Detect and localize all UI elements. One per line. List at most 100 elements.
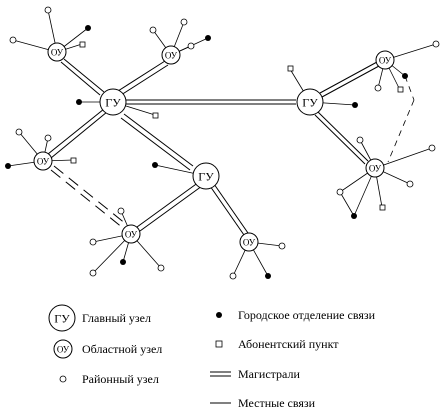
district-node: [149, 26, 157, 34]
main-node-label: ГУ: [302, 96, 318, 110]
district-node: [278, 242, 286, 250]
legend-subscriber-symbol: [215, 340, 223, 348]
subscriber-square: [379, 204, 386, 211]
trunk-gu1-gu3: [120, 117, 191, 171]
district-node: [89, 269, 97, 277]
district-node: [374, 84, 382, 92]
district-nodes: [9, 6, 440, 280]
regional-node: ОУ: [365, 158, 385, 178]
district-node: [117, 207, 125, 215]
local-links: [7, 9, 437, 277]
legend-regional-node-symbol-label: ОУ: [57, 345, 70, 355]
regional-node-label: ОУ: [125, 230, 138, 240]
legend-item-city-office: Городское отделение связи: [216, 308, 376, 322]
district-node: [180, 18, 188, 26]
legend-main-node-symbol: [48, 304, 76, 332]
main-node: ГУ: [192, 162, 220, 190]
local-link: [374, 147, 433, 169]
legend-item-local-links: Местные связи: [210, 396, 316, 410]
trunk-gu1-ou: [63, 58, 105, 93]
legend-trunk-label: Магистрали: [238, 367, 300, 381]
regional-node: ОУ: [47, 42, 67, 62]
trunk-gu3-ou: [139, 185, 203, 232]
local-link: [339, 191, 355, 217]
city-office-dot: [152, 162, 158, 168]
legend-item-district-node: Районный узел: [59, 372, 159, 386]
reserve-link: [50, 169, 124, 229]
legend-local-label: Местные связи: [238, 396, 316, 410]
city-offices: [5, 25, 408, 279]
legend-city-office-symbol: [216, 312, 222, 318]
legend-item-subscriber-point: Абонентский пункт: [215, 337, 339, 351]
district-node: [406, 180, 414, 188]
subscriber-square: [70, 157, 77, 164]
district-node: [187, 42, 195, 50]
city-office-dot: [120, 259, 126, 265]
district-node: [428, 144, 436, 152]
legend-item-regional-node: ОУ Областной узел: [53, 339, 162, 359]
trunk-gu1-gu3: [123, 113, 194, 167]
legend: ГУ Главный узел ОУ Областной узел Районн…: [48, 304, 376, 410]
city-office-dot: [352, 102, 358, 108]
legend-item-trunk-lines: Магистрали: [210, 367, 300, 381]
main-node-label: ГУ: [198, 170, 214, 184]
district-node: [89, 238, 97, 246]
district-node: [432, 40, 440, 48]
district-node: [9, 36, 17, 44]
legend-item-main-node: ГУ Главный узел: [48, 304, 151, 332]
subscriber-points: [70, 41, 404, 211]
main-nodes: ГУ ГУ ГУ: [99, 88, 324, 190]
regional-node: ОУ: [239, 232, 259, 252]
reserve-link: [404, 75, 415, 101]
regional-node: ОУ: [33, 151, 53, 171]
city-office-dot: [351, 213, 357, 219]
trunk-gu2-ou: [314, 114, 366, 165]
legend-district-node-label: Районный узел: [82, 372, 159, 386]
subscriber-square: [79, 41, 86, 48]
district-node: [336, 188, 344, 196]
district-node: [356, 136, 364, 144]
regional-node-label: ОУ: [165, 51, 178, 61]
city-office-dot: [76, 99, 82, 105]
trunk-lines: [47, 58, 380, 236]
main-node-label: ГУ: [105, 96, 121, 110]
city-office-dot: [402, 73, 408, 79]
trunk-gu1-ou: [50, 111, 108, 159]
trunk-gu1-ou: [60, 61, 101, 96]
city-office-dot: [5, 163, 11, 169]
trunk-gu2-ou: [319, 61, 378, 94]
trunk-gu2-ou: [317, 111, 369, 162]
regional-node-label: ОУ: [379, 56, 392, 66]
legend-regional-node-label: Областной узел: [82, 342, 162, 356]
regional-node-label: ОУ: [37, 157, 50, 167]
regional-node-label: ОУ: [243, 238, 256, 248]
regional-node-label: ОУ: [369, 164, 382, 174]
legend-district-node-symbol: [59, 375, 67, 383]
district-node: [157, 264, 165, 272]
reserve-link: [387, 99, 415, 163]
regional-node: ОУ: [161, 45, 181, 65]
trunk-gu2-ou: [321, 65, 380, 98]
subscriber-square: [287, 65, 294, 72]
main-node: ГУ: [296, 88, 324, 116]
trunk-gu3-ou: [213, 183, 249, 234]
reserve-link: [53, 165, 127, 225]
city-office-dot: [85, 25, 91, 31]
regional-node: ОУ: [121, 224, 141, 244]
trunk-gu1-ou: [47, 108, 105, 155]
legend-main-node-label: Главный узел: [82, 311, 151, 325]
trunk-gu3-ou: [136, 181, 200, 228]
legend-main-node-symbol-label: ГУ: [54, 312, 70, 326]
regional-nodes: ОУ ОУ ОУ ОУ ОУ ОУ ОУ: [33, 42, 395, 252]
trunk-gu1-ou: [117, 60, 166, 92]
legend-regional-node-symbol: [53, 339, 73, 359]
city-office-dot: [205, 35, 211, 41]
regional-node: ОУ: [375, 50, 395, 70]
trunk-gu3-ou: [209, 185, 245, 236]
district-node: [229, 272, 237, 280]
district-node: [15, 128, 23, 136]
district-node: [44, 6, 52, 14]
city-office-dot: [265, 273, 271, 279]
trunk-gu1-ou: [120, 64, 169, 96]
